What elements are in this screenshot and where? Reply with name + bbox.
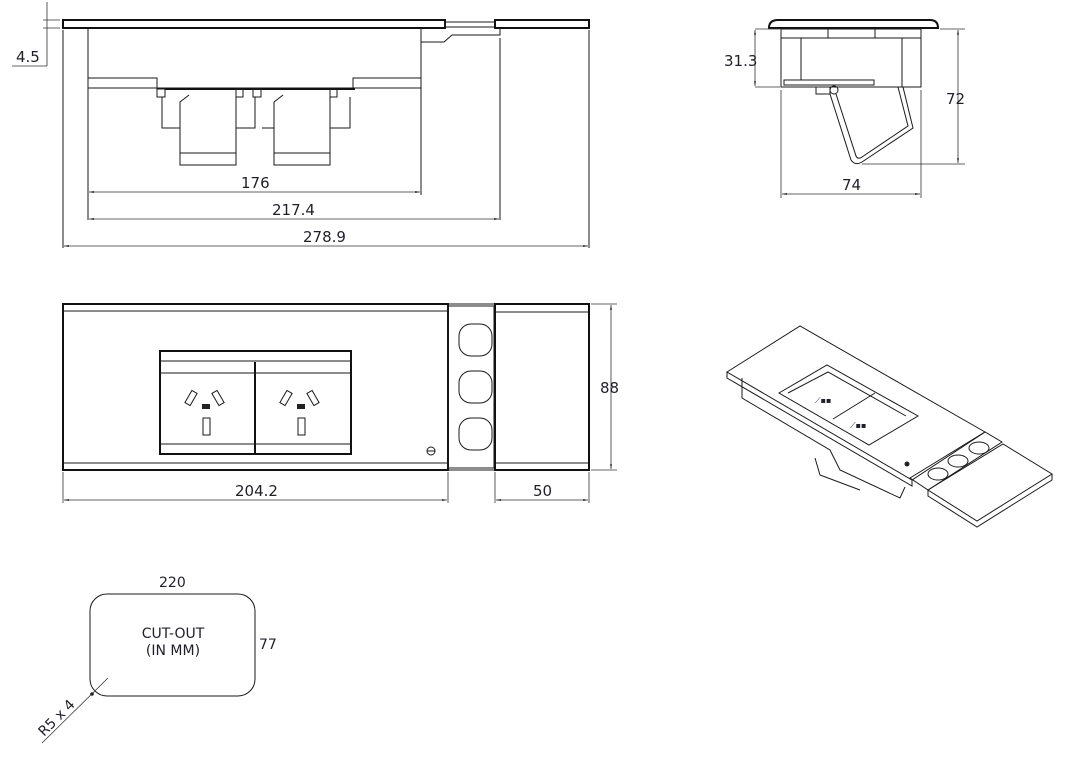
dim-label-278-9: 278.9 xyxy=(303,228,346,246)
screw-icon xyxy=(426,446,436,456)
cutout-height-label: 77 xyxy=(259,637,277,653)
iso-cable-port-2 xyxy=(947,454,969,468)
cutout-title-line2: (IN MM) xyxy=(146,643,200,659)
cutout-width-label: 220 xyxy=(159,575,186,591)
dim-flange-thickness: 4.5 xyxy=(12,2,60,67)
lid-flange xyxy=(494,19,590,29)
outlet-glyph-iso-2: ⟋▪▪ xyxy=(850,421,866,430)
dim-overall-length: 278.9 xyxy=(64,228,588,247)
sliding-lid xyxy=(494,303,590,471)
side-flange xyxy=(767,19,940,29)
outlet-glyph-iso-1: ⟋▪▪ xyxy=(815,396,831,405)
dim-label-88: 88 xyxy=(600,379,619,397)
flange-left xyxy=(62,19,446,29)
cable-port-section xyxy=(447,303,495,471)
dim-inner-width: 217.4 xyxy=(89,201,499,220)
cutout-view: 220 77 CUT-OUT (IN MM) R5 x 4 xyxy=(36,575,277,744)
side-elevation-view: 31.3 72 74 xyxy=(724,19,965,198)
hinge xyxy=(444,21,496,28)
socket-body-2 xyxy=(252,88,351,166)
dim-label-31-3: 31.3 xyxy=(724,52,757,70)
dim-label-204-2: 204.2 xyxy=(235,482,278,500)
power-outlet-1 xyxy=(184,389,225,436)
cable-port-2 xyxy=(458,370,493,404)
top-plan-view: 88 204.2 50 xyxy=(62,303,619,503)
dim-label-217-4: 217.4 xyxy=(272,201,315,219)
socket-body-1 xyxy=(156,88,256,166)
iso-cable-port-1 xyxy=(927,467,949,481)
dim-label-74: 74 xyxy=(842,176,861,194)
cutout-outline xyxy=(89,593,256,697)
dim-label-50: 50 xyxy=(533,482,552,500)
dim-label-72: 72 xyxy=(946,90,965,108)
dim-label-4-5: 4.5 xyxy=(16,48,40,66)
corner-radius-label: R5 x 4 xyxy=(36,697,79,740)
iso-cable-port-3 xyxy=(968,441,990,455)
isometric-view: ⟋▪▪ ⟋▪▪ xyxy=(726,325,1053,528)
power-outlet-2 xyxy=(279,389,320,436)
dim-body-width: 176 xyxy=(89,174,420,193)
double-socket-module xyxy=(159,350,352,455)
cutout-title-line1: CUT-OUT xyxy=(142,626,205,642)
dim-label-176: 176 xyxy=(241,174,270,192)
front-elevation-view: 4.5 176 217.4 278.9 xyxy=(12,2,590,248)
cable-port-3 xyxy=(458,417,493,451)
cable-port-1 xyxy=(458,323,493,357)
